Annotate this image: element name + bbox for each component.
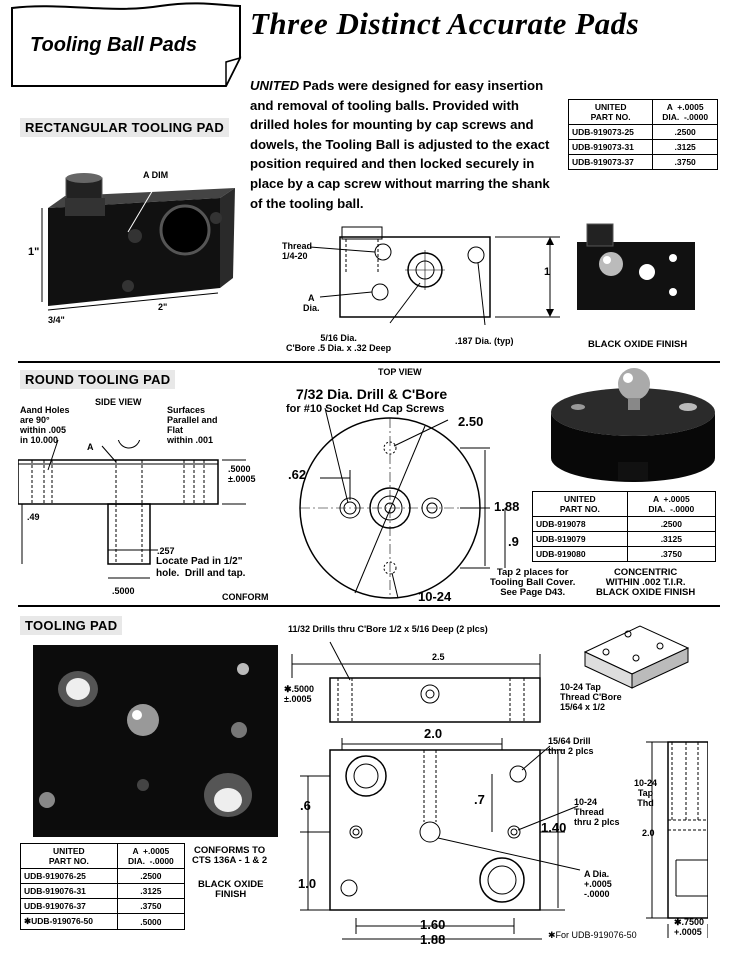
a-dia-note: A Dia. +.0005 -.0000 bbox=[584, 869, 612, 899]
dim-thread: 10-24 bbox=[418, 589, 452, 604]
dim-9: .9 bbox=[508, 534, 519, 549]
table-row: ✱UDB-919076-50.5000 bbox=[20, 913, 186, 930]
side-tap-label: 10-24 Tap Thd bbox=[634, 778, 658, 808]
round-a-label: A bbox=[87, 442, 94, 452]
table-header: A +.0005 DIA. -.0000 bbox=[626, 491, 717, 517]
table-row: UDB-919076-31.3125 bbox=[20, 883, 186, 899]
round-pad-heading: ROUND TOOLING PAD bbox=[20, 370, 176, 389]
round-side-drawing bbox=[18, 440, 246, 579]
divider-2 bbox=[18, 605, 720, 607]
rect-height-label: 1" bbox=[28, 246, 40, 258]
drill-note-1: 7/32 Dia. Drill & C'Bore bbox=[296, 386, 448, 402]
tooling-drill-note: 11/32 Drills thru C'Bore 1/2 x 5/16 Deep… bbox=[288, 624, 488, 634]
footnote: ✱For UDB-919076-50 bbox=[548, 930, 637, 940]
tooling-d7: .7 bbox=[474, 792, 485, 807]
header-tab-shape bbox=[11, 2, 242, 87]
tooling-d6: .6 bbox=[300, 798, 311, 813]
rect-hole-label: .187 Dia. (typ) bbox=[455, 336, 514, 346]
round-thk-dim: .5000 ±.0005 bbox=[228, 464, 256, 484]
tooling-d20: 2.0 bbox=[424, 726, 443, 741]
round-top-drawing bbox=[299, 408, 506, 599]
table-row: UDB-919076-25.2500 bbox=[20, 868, 186, 884]
table-row: UDB-919080.3750 bbox=[532, 546, 717, 562]
rect-part-table: UNITED PART NO.A +.0005 DIA. -.0000 UDB-… bbox=[567, 99, 718, 170]
page-title: Three Distinct Accurate Pads bbox=[250, 6, 640, 41]
rect-finish-label: BLACK OXIDE FINISH bbox=[588, 339, 688, 350]
tooling-finish: BLACK OXIDE FINISH bbox=[198, 879, 264, 900]
rect-pad-heading: RECTANGULAR TOOLING PAD bbox=[20, 118, 230, 137]
tooling-pad-photo bbox=[33, 645, 278, 837]
round-pad-photo bbox=[551, 368, 715, 482]
dim-250: 2.50 bbox=[458, 414, 484, 429]
locate-note: Locate Pad in 1/2" hole. Drill and tap. bbox=[156, 556, 246, 579]
table-row: UDB-919073-25.2500 bbox=[567, 124, 718, 140]
round-d5000: .5000 bbox=[112, 586, 135, 596]
intro-paragraph: UNITED Pads were designed for easy inser… bbox=[250, 76, 560, 213]
tooling-d188: 1.88 bbox=[420, 932, 446, 947]
table-row: UDB-919076-37.3750 bbox=[20, 898, 186, 914]
tooling-iso-view bbox=[583, 625, 690, 689]
tooling-d160: 1.60 bbox=[420, 917, 446, 932]
dim-188: 1.88 bbox=[494, 499, 520, 514]
top-view-label: TOP VIEW bbox=[378, 367, 422, 377]
round-part-table: UNITED PART NO.A +.0005 DIA. -.0000 UDB-… bbox=[532, 491, 717, 562]
intro-text: Pads were designed for easy insertion an… bbox=[250, 78, 550, 211]
side-dim-750: ✱.7500 +.0005 bbox=[674, 917, 705, 937]
tooling-d10: 1.0 bbox=[298, 876, 317, 891]
surfaces-note: Surfaces Parallel and Flat within .001 bbox=[167, 405, 218, 445]
rect-depth-label: 3/4" bbox=[48, 315, 65, 325]
table-row: UDB-919073-31.3125 bbox=[567, 139, 718, 155]
side-view-label: SIDE VIEW bbox=[95, 397, 142, 407]
concentric-note: CONCENTRIC WITHIN .002 T.I.R. BLACK OXID… bbox=[596, 567, 696, 598]
tooling-side-view bbox=[646, 741, 708, 938]
table-row: UDB-919079.3125 bbox=[532, 531, 717, 547]
table-row: UDB-919073-37.3750 bbox=[567, 154, 718, 170]
rect-pad-photo-small bbox=[577, 223, 695, 310]
conform-label: CONFORM bbox=[222, 592, 269, 602]
brand-name: UNITED bbox=[250, 78, 300, 93]
tooling-drawing bbox=[291, 641, 581, 940]
rect-drawing-height: 1 bbox=[544, 266, 551, 278]
tooling-part-table: UNITED PART NO.A +.0005 DIA. -.0000 UDB-… bbox=[20, 843, 186, 930]
round-d49: .49 bbox=[27, 512, 40, 522]
table-header: UNITED PART NO. bbox=[532, 491, 628, 517]
a-holes-note: Aand Holes are 90° within .005 in 10.000 bbox=[20, 405, 70, 445]
tooling-d140: 1.40 bbox=[541, 820, 567, 835]
rect-a-dim-label: A DIM bbox=[143, 170, 169, 180]
dim-62: .62 bbox=[288, 467, 307, 482]
tooling-pad-heading: TOOLING PAD bbox=[20, 616, 123, 635]
thread-note: 10-24 Thread thru 2 plcs bbox=[574, 797, 620, 827]
table-header: A +.0005 DIA. -.0000 bbox=[652, 99, 718, 125]
round-d257: .257 bbox=[157, 546, 175, 556]
rect-pad-photo bbox=[41, 173, 235, 311]
drill-1564-note: 15/64 Drill thru 2 plcs bbox=[548, 736, 594, 756]
divider-1 bbox=[18, 361, 720, 363]
rect-cbore-label: 5/16 Dia. C'Bore .5 Dia. x .32 Deep bbox=[286, 333, 392, 353]
tooling-d25: 2.5 bbox=[432, 652, 445, 662]
table-header: UNITED PART NO. bbox=[567, 99, 654, 125]
rect-thread-label: Thread 1/4-20 bbox=[282, 241, 313, 261]
table-row: UDB-919078.2500 bbox=[532, 516, 717, 532]
table-header: A +.0005 DIA. -.0000 bbox=[116, 843, 186, 869]
tab-label: Tooling Ball Pads bbox=[30, 34, 198, 56]
rect-pad-drawing bbox=[309, 226, 560, 326]
tap-note: Tap 2 places for Tooling Ball Cover. See… bbox=[490, 567, 576, 598]
conforms-note: CONFORMS TO CTS 136A - 1 & 2 bbox=[192, 845, 268, 866]
side-dim-20: 2.0 bbox=[642, 828, 655, 838]
table-header: UNITED PART NO. bbox=[20, 843, 118, 869]
tooling-thk: ✱.5000 ±.0005 bbox=[284, 684, 315, 704]
rect-width-label: 2" bbox=[158, 302, 168, 312]
rect-a-dia-label: A Dia. bbox=[303, 293, 320, 313]
tap-cbore-note: 10-24 Tap Thread C'Bore 15/64 x 1/2 bbox=[560, 682, 622, 712]
